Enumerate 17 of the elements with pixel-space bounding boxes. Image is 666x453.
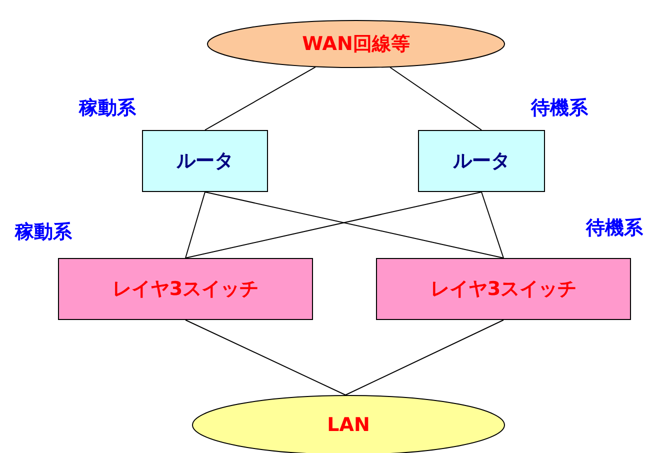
connector-line: [185, 192, 206, 258]
node-label: LAN: [327, 414, 370, 436]
network-ellipse: [207, 20, 505, 68]
connector-line: [481, 192, 504, 258]
connector-line: [345, 320, 504, 396]
connector-line: [204, 66, 316, 130]
status-label: 稼動系: [15, 220, 72, 245]
status-label: 待機系: [531, 96, 588, 121]
status-label: 待機系: [586, 216, 643, 241]
node-label: ルータ: [453, 149, 510, 174]
status-label: 稼動系: [79, 96, 136, 121]
node-label: レイヤ3スイッチ: [112, 277, 259, 302]
node-label: レイヤ3スイッチ: [430, 277, 577, 302]
node-label: WAN回線等: [302, 32, 410, 57]
connector-line: [185, 320, 346, 396]
node-label: ルータ: [176, 149, 234, 174]
connector-line: [390, 66, 482, 130]
